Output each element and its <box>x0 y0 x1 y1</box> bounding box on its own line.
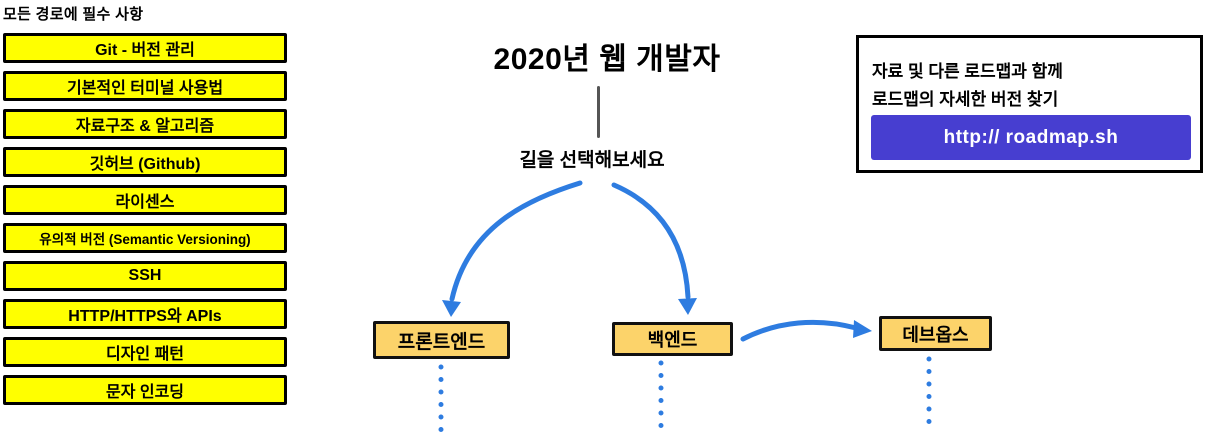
topic-box-http-apis[interactable]: HTTP/HTTPS와 APIs <box>3 299 287 329</box>
info-panel-line2: 로드맵의 자세한 버전 찾기 <box>872 90 1059 109</box>
choose-path-label: 길을 선택해보세요 <box>519 150 665 171</box>
arrowhead-right-icon <box>853 320 872 338</box>
topic-box-data-structures[interactable]: 자료구조 & 알고리즘 <box>3 109 287 139</box>
info-panel: 자료 및 다른 로드맵과 함께 로드맵의 자세한 버전 찾기 http:// r… <box>856 35 1203 173</box>
page-title: 2020년 웹 개발자 <box>493 43 721 76</box>
arrow-choose-to-frontend <box>442 180 583 317</box>
arrowhead-down-icon <box>442 300 461 317</box>
topic-box-github[interactable]: 깃허브 (Github) <box>3 147 287 177</box>
topic-box-design-patterns[interactable]: 디자인 패턴 <box>3 337 287 367</box>
arrow-choose-to-backend <box>611 182 697 315</box>
arrow-backend-to-devops <box>740 319 872 342</box>
topic-box-semver[interactable]: 유의적 버전 (Semantic Versioning) <box>3 223 287 253</box>
topic-box-terminal[interactable]: 기본적인 터미널 사용법 <box>3 71 287 101</box>
path-box-frontend[interactable]: 프론트엔드 <box>373 321 510 359</box>
title-connector-line <box>597 86 600 138</box>
arrowhead-down-icon <box>678 298 697 315</box>
topic-box-char-encoding[interactable]: 문자 인코딩 <box>3 375 287 405</box>
topic-box-ssh[interactable]: SSH <box>3 261 287 291</box>
required-topics-heading: 모든 경로에 필수 사항 <box>3 6 144 23</box>
path-box-backend[interactable]: 백엔드 <box>612 322 733 356</box>
required-topics-list: Git - 버전 관리 기본적인 터미널 사용법 자료구조 & 알고리즘 깃허브… <box>3 33 287 405</box>
roadmap-url-button[interactable]: http:// roadmap.sh <box>871 115 1191 160</box>
topic-box-licenses[interactable]: 라이센스 <box>3 185 287 215</box>
topic-box-git[interactable]: Git - 버전 관리 <box>3 33 287 63</box>
path-box-devops[interactable]: 데브옵스 <box>879 316 992 351</box>
info-panel-line1: 자료 및 다른 로드맵과 함께 <box>872 62 1063 81</box>
